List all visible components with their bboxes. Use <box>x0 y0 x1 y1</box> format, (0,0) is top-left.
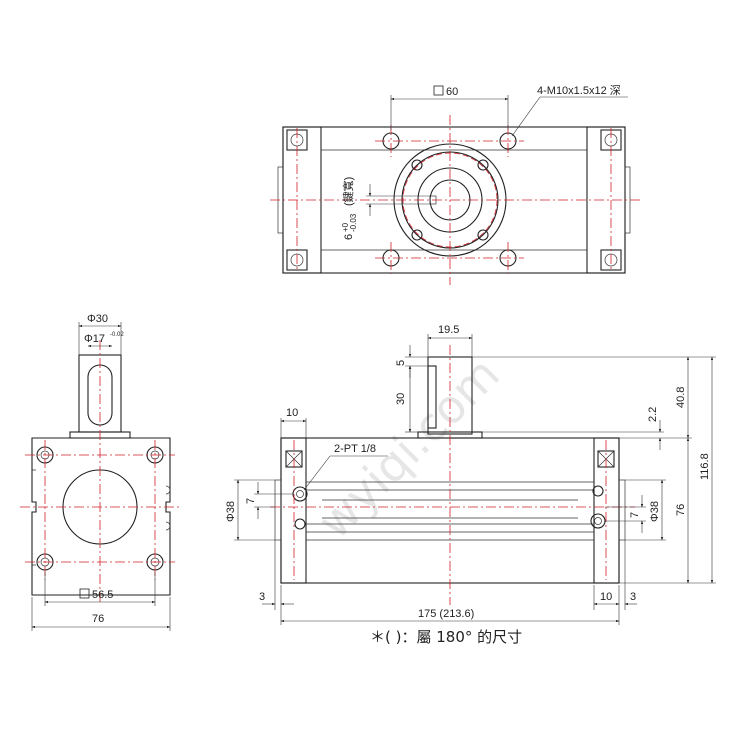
dim-30: 30 <box>395 393 407 405</box>
keyway-tol-lower: -0.03 <box>349 213 358 232</box>
dim-side-square: 56.5 <box>92 589 113 601</box>
dim-7-left: 7 <box>245 498 257 504</box>
dim-length: 175 (213.6) <box>418 608 474 620</box>
dim-76: 76 <box>675 504 687 516</box>
dim-dia-38-left: Φ38 <box>225 501 237 522</box>
dim-dia-38-right: Φ38 <box>649 501 661 522</box>
top-view: 60 4-M10x1.5x12 深 6 +0 -0.03 (鍵寬) <box>270 84 640 285</box>
dim-116-8: 116.8 <box>699 453 711 480</box>
dim-5: 5 <box>395 360 407 366</box>
dim-10-right: 10 <box>600 591 612 603</box>
dim-2-2: 2.2 <box>647 407 659 422</box>
dim-dia-17-tol: -0.02 <box>110 332 124 338</box>
dim-top-square: 60 <box>446 86 458 98</box>
square-symbol-icon <box>433 85 444 96</box>
dim-10-left: 10 <box>286 407 298 419</box>
port-callout: 2-PT 1/8 <box>334 443 376 455</box>
side-view: Φ30 Φ17 -0.02 56.5 76 <box>20 313 180 631</box>
dim-3-left: 3 <box>259 591 265 603</box>
dim-shaft-width: 19.5 <box>438 324 459 336</box>
keyway-tol-upper: +0 <box>341 222 350 232</box>
dim-40-8: 40.8 <box>675 387 687 408</box>
dim-side-width: 76 <box>92 613 104 625</box>
square-symbol-icon <box>79 588 90 599</box>
dim-dia-30: Φ30 <box>87 313 108 325</box>
dim-dia-17: Φ17 <box>84 333 105 345</box>
dim-3-right: 3 <box>630 591 636 603</box>
front-view: 19.5 5 30 10 2-PT 1/8 2.2 40.8 116.8 76 <box>225 324 716 625</box>
dim-7-right: 7 <box>629 512 641 518</box>
footnote: ＊( )：屬 180° 的尺寸 <box>370 628 522 646</box>
keyway-value: 6 <box>343 234 355 240</box>
thread-callout: 4-M10x1.5x12 深 <box>537 84 621 97</box>
keyway-label: (鍵寬) <box>341 177 355 206</box>
